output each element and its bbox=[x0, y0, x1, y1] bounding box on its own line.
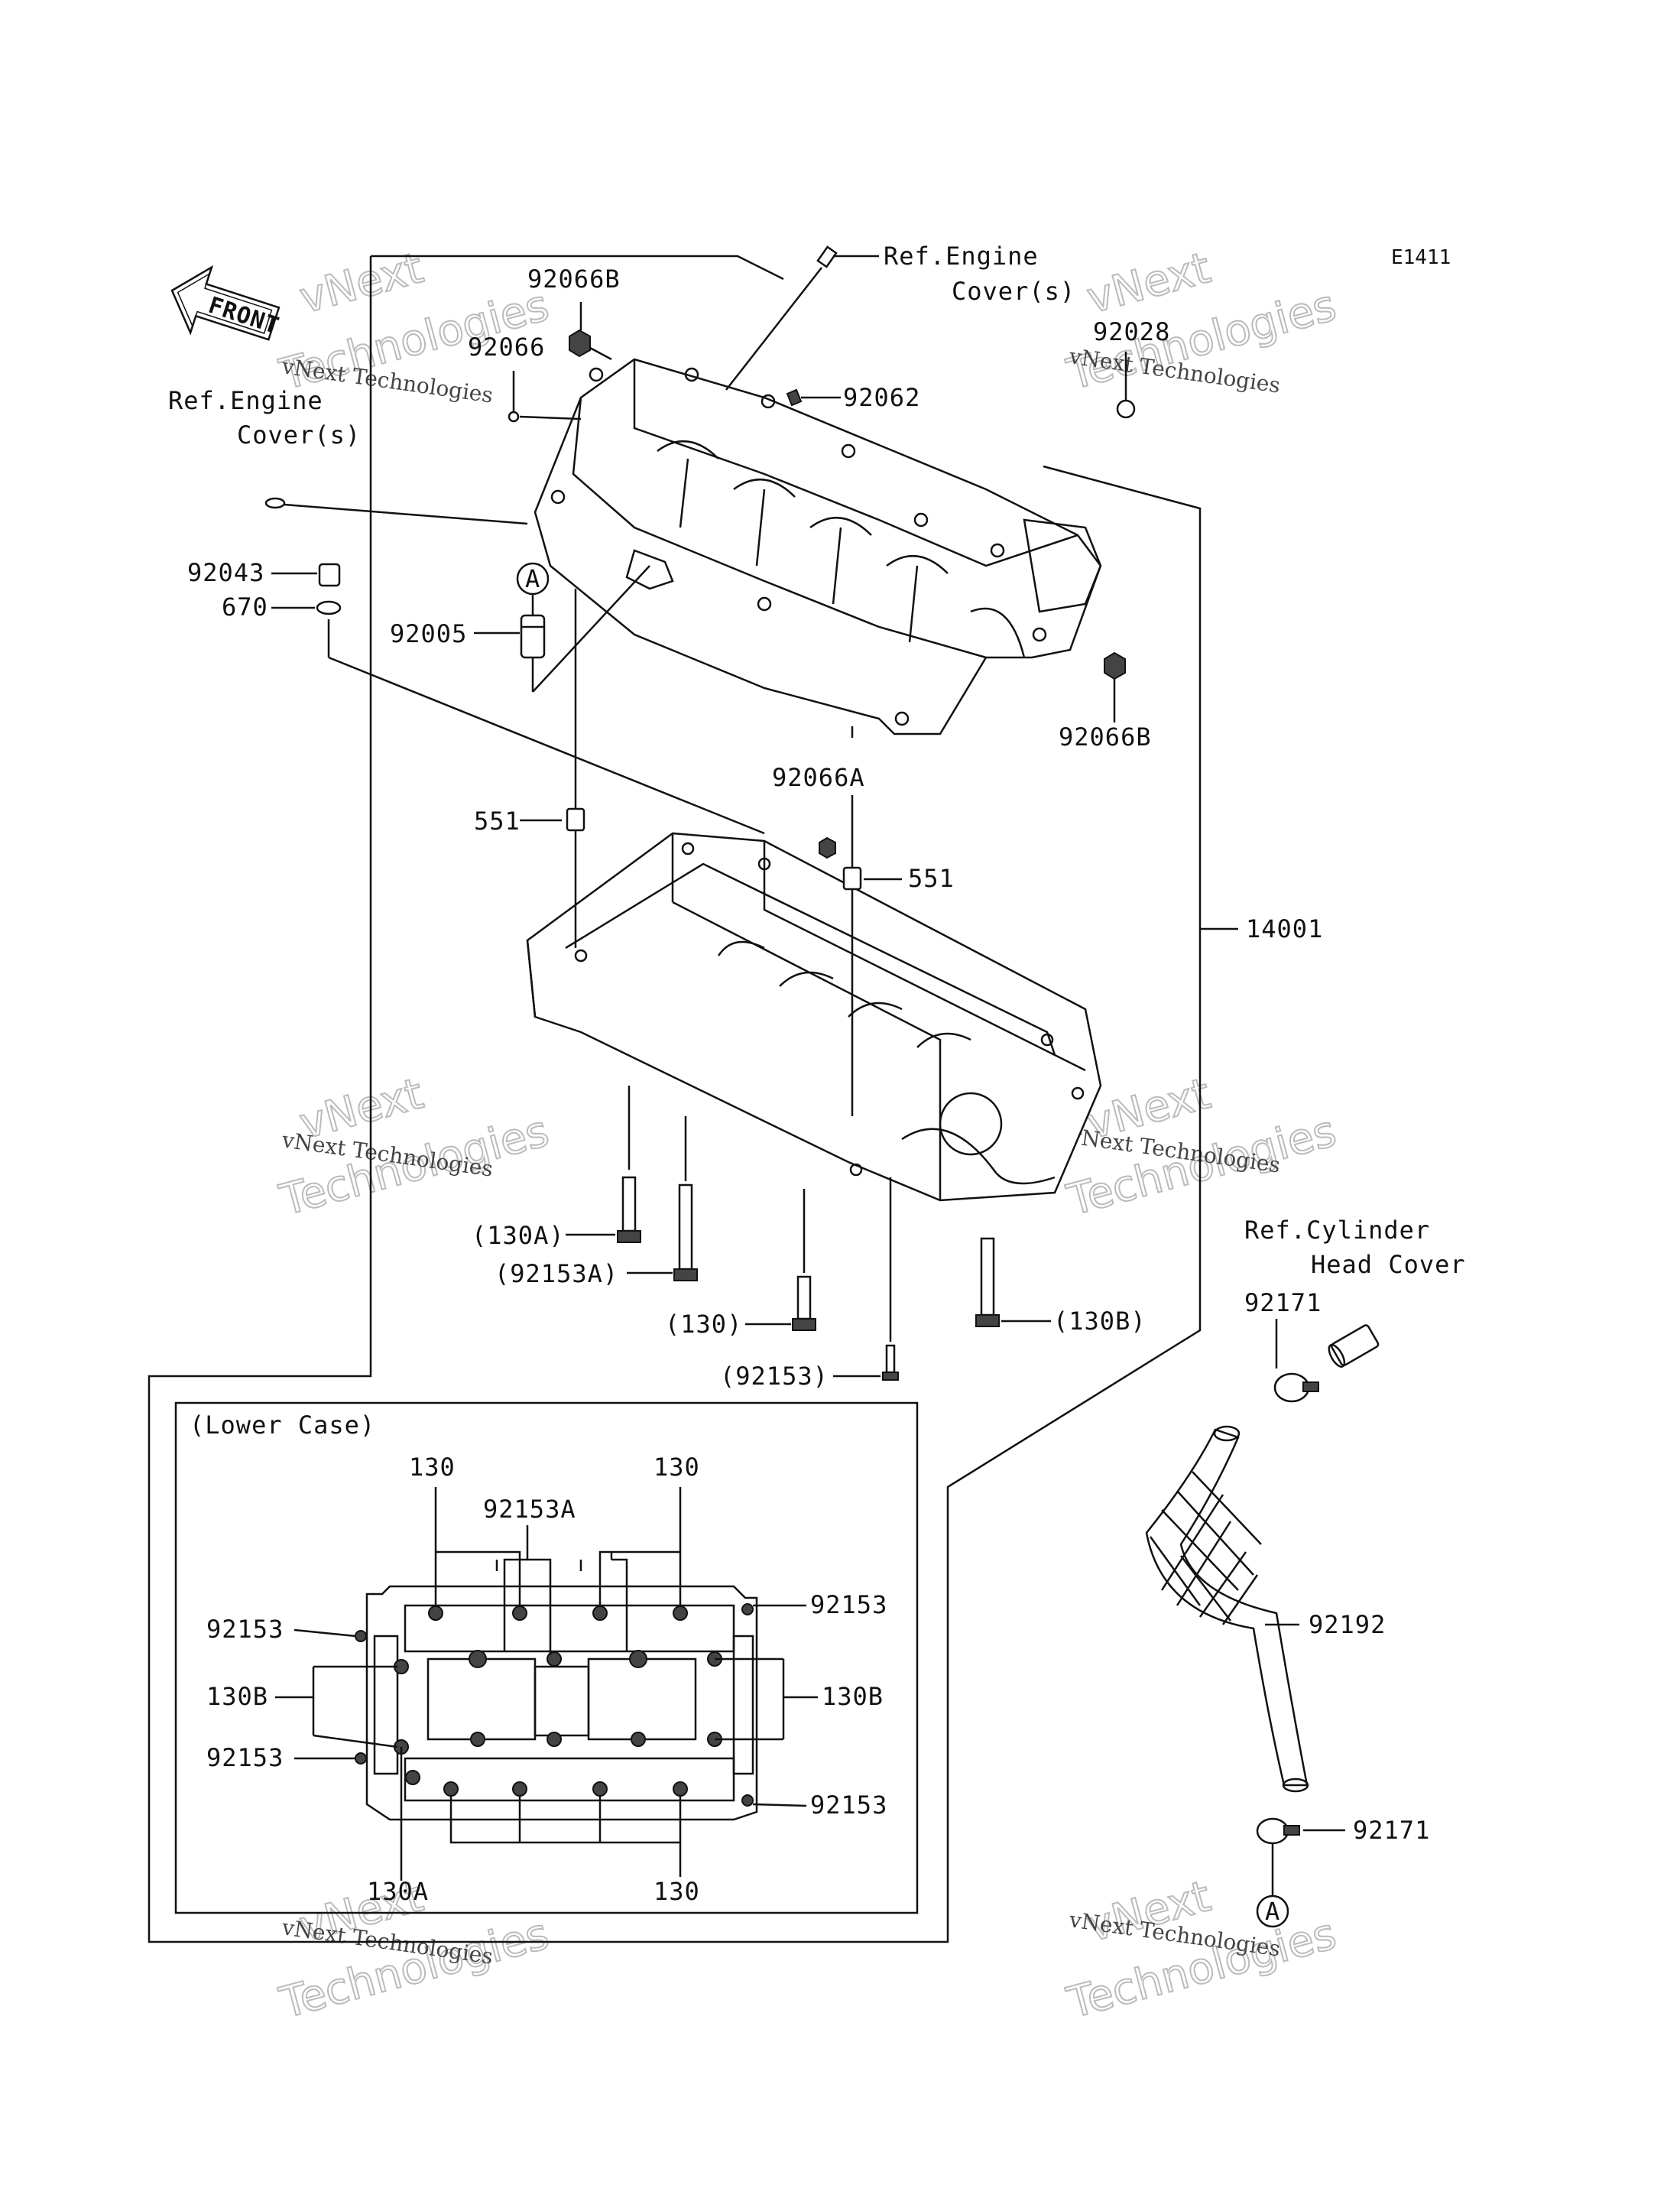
front-label: FRONT bbox=[205, 292, 282, 340]
lc-label-130B-right: 130B bbox=[822, 1682, 884, 1711]
callout-92066B-top: 92066B bbox=[527, 265, 621, 294]
callout-551-left: 551 bbox=[474, 807, 521, 836]
marker-a-bottom-label: A bbox=[1265, 1897, 1280, 1926]
callout-92066: 92066 bbox=[468, 333, 545, 362]
lower-case-title: (Lower Case) bbox=[190, 1411, 375, 1440]
bolt-130 bbox=[796, 1275, 812, 1320]
nut-92066B-top bbox=[569, 329, 591, 358]
ref-cylinder-head-line1: Ref.Cylinder bbox=[1244, 1216, 1430, 1245]
ref-engine-cover-left-line2: Cover(s) bbox=[237, 420, 361, 450]
lc-label-92153-left-top: 92153 bbox=[206, 1615, 284, 1644]
bolt-130A bbox=[621, 1176, 637, 1232]
nut-92066A bbox=[819, 836, 836, 859]
callout-670: 670 bbox=[222, 593, 268, 622]
dowel-551-right bbox=[842, 866, 862, 891]
lower-case-inset: (Lower Case) 130 130 92153A 92153 130B bbox=[174, 1401, 919, 1914]
bolt-92153A bbox=[678, 1183, 693, 1271]
clamp-92171-bottom bbox=[1256, 1817, 1300, 1845]
bolt-130B bbox=[980, 1237, 995, 1317]
callout-92005: 92005 bbox=[390, 619, 467, 648]
lower-bolts: (130A) (92153A) (130) (92153) (130B) bbox=[472, 1086, 1146, 1391]
callout-551-right: 551 bbox=[908, 864, 955, 893]
assembly-bracket bbox=[148, 255, 1202, 1943]
callout-130A: (130A) bbox=[472, 1221, 565, 1250]
marker-a-label: A bbox=[525, 564, 540, 593]
lc-label-130-top-left: 130 bbox=[409, 1453, 456, 1482]
lc-label-130-top-right: 130 bbox=[654, 1453, 700, 1482]
ref-cylinder-head-line2: Head Cover bbox=[1311, 1250, 1466, 1279]
lower-crankcase bbox=[526, 832, 1102, 1202]
callout-92066B-right: 92066B bbox=[1059, 722, 1152, 752]
nut-92066B-right bbox=[1104, 651, 1126, 680]
plug-92043 bbox=[318, 563, 341, 587]
lc-label-92153-right-bottom: 92153 bbox=[810, 1791, 887, 1820]
callout-92153: (92153) bbox=[720, 1362, 829, 1391]
dowel-551-left bbox=[566, 807, 585, 832]
lc-label-92153A: 92153A bbox=[483, 1495, 576, 1524]
breather-fitting bbox=[1328, 1324, 1380, 1368]
front-arrow-icon: FRONT bbox=[170, 265, 283, 341]
lc-label-130-bottom: 130 bbox=[654, 1877, 700, 1906]
callout-92192: 92192 bbox=[1309, 1610, 1386, 1639]
callout-92171-top: 92171 bbox=[1244, 1288, 1322, 1317]
marker-a-bottom bbox=[1256, 1894, 1289, 1928]
callout-130: (130) bbox=[665, 1310, 742, 1339]
lc-label-130B-left: 130B bbox=[206, 1682, 268, 1711]
fitting-92005 bbox=[520, 614, 546, 659]
hose-92192 bbox=[1145, 1425, 1309, 1793]
ref-engine-cover-left-line1: Ref.Engine bbox=[168, 386, 323, 415]
ref-engine-cover-top-line2: Cover(s) bbox=[952, 277, 1075, 306]
oring-92028 bbox=[1116, 399, 1136, 419]
watermark-big-text: vNext bbox=[1082, 243, 1215, 323]
diagram-code: E1411 bbox=[1391, 246, 1451, 269]
callout-92062: 92062 bbox=[843, 383, 920, 412]
lc-label-92153-left-bottom: 92153 bbox=[206, 1743, 284, 1772]
dowel-92066 bbox=[508, 411, 520, 423]
ref-engine-cover-top: Ref.Engine Cover(s) bbox=[725, 242, 1075, 391]
callout-92043: 92043 bbox=[187, 558, 264, 587]
bolt-92153 bbox=[885, 1344, 896, 1374]
lc-label-92153-right-top: 92153 bbox=[810, 1590, 887, 1619]
callout-92171-bottom: 92171 bbox=[1353, 1816, 1430, 1845]
callout-14001: 14001 bbox=[1246, 914, 1323, 943]
callout-92153A: (92153A) bbox=[495, 1259, 618, 1288]
clamp-92171-top bbox=[1273, 1372, 1319, 1403]
callout-130B: (130B) bbox=[1053, 1307, 1146, 1336]
jet-92062 bbox=[786, 388, 803, 407]
dowel-ref-left bbox=[264, 497, 286, 509]
callout-92028: 92028 bbox=[1093, 317, 1170, 346]
upper-crankcase bbox=[534, 358, 1102, 735]
lc-label-130A: 130A bbox=[367, 1877, 429, 1906]
oring-670 bbox=[316, 600, 342, 615]
callout-92066A: 92066A bbox=[772, 763, 865, 792]
ref-engine-cover-top-line1: Ref.Engine bbox=[884, 242, 1039, 271]
